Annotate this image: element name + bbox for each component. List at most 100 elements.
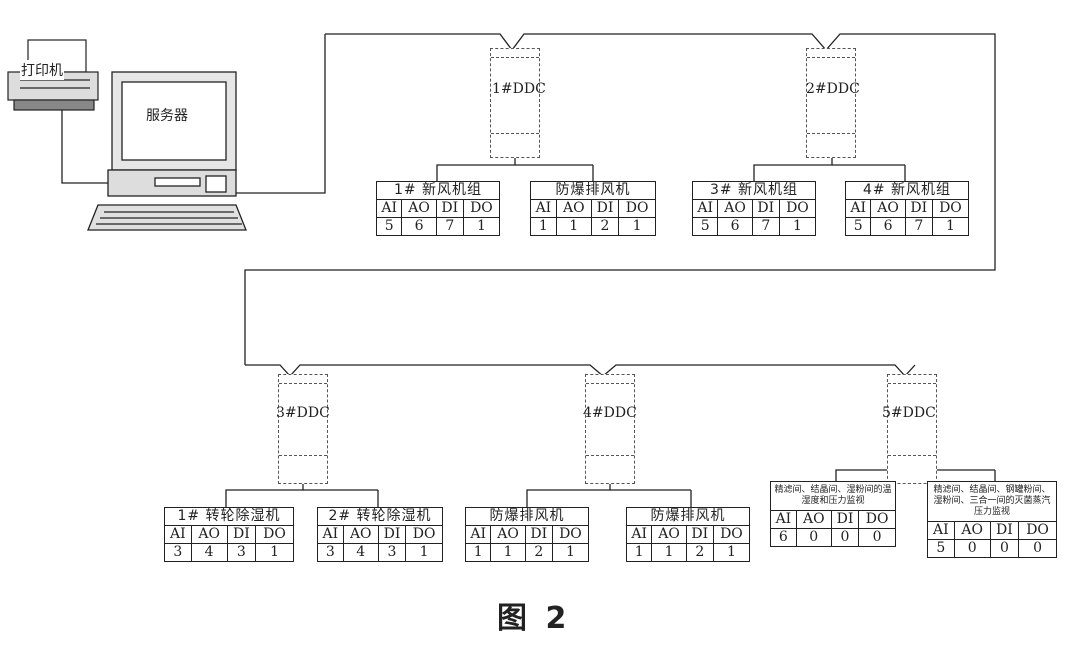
io-header: DI (685, 525, 714, 544)
io-value: 5 (927, 539, 955, 558)
io-header: AI (927, 521, 955, 540)
io-value: 6 (870, 217, 906, 236)
figure-caption: 图 2 (497, 601, 571, 636)
ddc-controller-5 (887, 374, 937, 484)
io-header: DI (590, 199, 620, 218)
ddc-label-2: 2#DDC (806, 81, 860, 97)
io-value: 4 (342, 543, 379, 562)
io-header: AI (164, 525, 192, 544)
ddc-label-4: 4#DDC (583, 405, 637, 421)
io-header: AI (691, 199, 719, 218)
io-header: AO (190, 525, 228, 544)
io-value: 3 (226, 543, 257, 562)
io-value: 1 (555, 217, 592, 236)
printer-wire (61, 110, 112, 184)
device-name: 1# 转轮除湿机 (164, 507, 294, 526)
io-value: 1 (490, 543, 526, 562)
io-value: 0 (795, 528, 832, 547)
io-value: 0 (953, 539, 991, 558)
io-value: 5 (844, 217, 872, 236)
device-name: 防爆排风机 (530, 181, 656, 200)
io-header: AI (625, 525, 653, 544)
io-value: 1 (464, 543, 492, 562)
device-name: 3# 新风机组 (692, 181, 816, 200)
io-value: 3 (317, 543, 344, 562)
io-value: 0 (858, 528, 896, 547)
device-name: 2# 转轮除湿机 (317, 507, 443, 526)
device-name: 精滤间、结晶间、湿粉间的温湿度和压力监视 (770, 481, 896, 511)
io-value: 1 (551, 543, 590, 562)
io-header: AO (555, 199, 592, 218)
io-value: 1 (618, 217, 656, 236)
io-value: 2 (685, 543, 714, 562)
ddc-controller-3 (278, 374, 328, 484)
io-header: DO (405, 525, 443, 544)
server-label: 服务器 (146, 108, 188, 124)
io-value: 6 (401, 217, 437, 236)
ddc-label-5: 5#DDC (882, 405, 936, 421)
io-header: AI (770, 510, 797, 529)
io-value: 0 (830, 528, 860, 547)
ddc-controller-4 (585, 374, 635, 484)
io-value: 1 (255, 543, 294, 562)
io-value: 2 (590, 217, 620, 236)
io-header: AI (844, 199, 872, 218)
io-value: 1 (625, 543, 653, 562)
io-header: DI (989, 521, 1020, 540)
printer-label: 打印机 (20, 60, 64, 80)
io-value: 3 (164, 543, 192, 562)
io-header: AO (490, 525, 526, 544)
io-value: 3 (377, 543, 407, 562)
io-value: 6 (770, 528, 797, 547)
io-header: AI (530, 199, 557, 218)
device-name: 精滤间、结晶间、钢罐粉间、湿粉间、三合一间的灭菌蒸汽压力监视 (927, 481, 1057, 522)
io-header: DO (618, 199, 656, 218)
io-header: DO (551, 525, 590, 544)
device-name: 1# 新风机组 (376, 181, 500, 200)
server-bus-wire (236, 34, 326, 194)
io-header: DI (904, 199, 933, 218)
io-header: AO (795, 510, 832, 529)
io-value: 7 (904, 217, 933, 236)
io-header: AI (317, 525, 344, 544)
io-value: 1 (778, 217, 817, 236)
io-header: DI (830, 510, 860, 529)
io-header: DI (751, 199, 780, 218)
io-value: 1 (405, 543, 443, 562)
io-header: AI (464, 525, 492, 544)
io-header: DO (778, 199, 817, 218)
ddc-controller-1 (490, 48, 540, 158)
io-value: 0 (1018, 539, 1057, 558)
io-header: DI (524, 525, 553, 544)
io-value: 7 (751, 217, 780, 236)
io-header: AO (717, 199, 753, 218)
io-value: 2 (524, 543, 553, 562)
io-header: DO (712, 525, 751, 544)
io-header: DI (377, 525, 407, 544)
io-value: 1 (530, 217, 557, 236)
io-header: DI (226, 525, 257, 544)
io-header: DO (462, 199, 501, 218)
computer-icon (87, 71, 247, 231)
device-name: 4# 新风机组 (845, 181, 969, 200)
io-header: AO (401, 199, 437, 218)
io-header: DO (1018, 521, 1057, 540)
io-header: DO (931, 199, 970, 218)
io-value: 1 (931, 217, 970, 236)
io-value: 1 (712, 543, 751, 562)
io-value: 1 (462, 217, 501, 236)
io-value: 5 (375, 217, 403, 236)
device-name: 防爆排风机 (465, 507, 589, 526)
io-header: AO (953, 521, 991, 540)
io-header: AO (342, 525, 379, 544)
io-value: 7 (435, 217, 464, 236)
io-value: 5 (691, 217, 719, 236)
ddc-label-3: 3#DDC (276, 405, 330, 421)
